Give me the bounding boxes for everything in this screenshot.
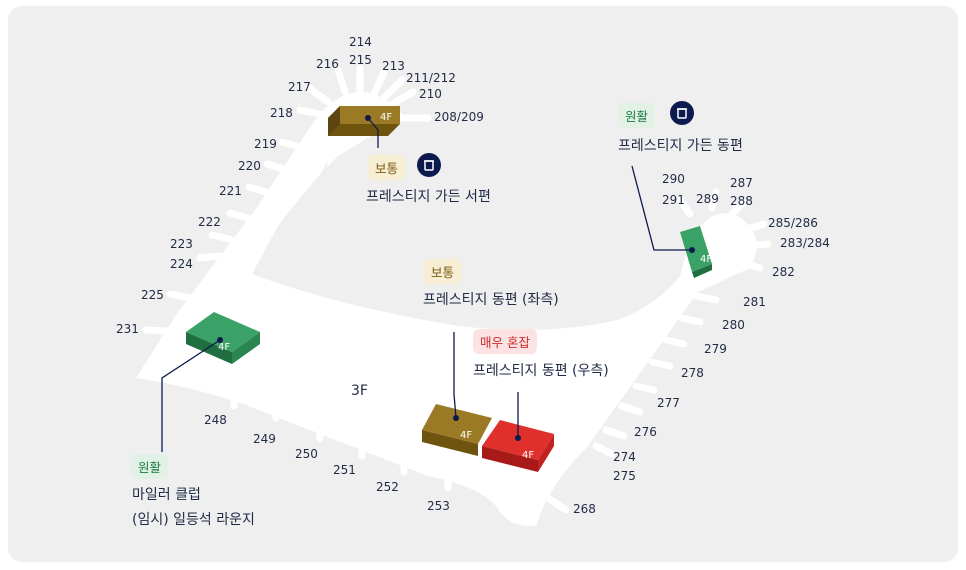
gate-277: 277	[657, 396, 680, 410]
status-badge-east-left: 보통	[424, 259, 462, 284]
gate-249: 249	[253, 432, 276, 446]
lounge-block-west[interactable]: 4F	[328, 106, 400, 136]
gate-252: 252	[376, 480, 399, 494]
gate-268: 268	[573, 502, 596, 516]
gate-281: 281	[743, 295, 766, 309]
gate-282: 282	[772, 265, 795, 279]
gate-280: 280	[722, 318, 745, 332]
gate-291: 291	[662, 193, 685, 207]
gate-224: 224	[170, 257, 193, 271]
gate-221: 221	[219, 184, 242, 198]
status-badge-milers: 원활	[131, 454, 169, 479]
gate-219: 219	[254, 137, 277, 151]
gate-223: 223	[170, 237, 193, 251]
gate-288: 288	[730, 194, 753, 208]
gate-211-212: 211/212	[406, 71, 456, 85]
lounge-map: 4F 4F 4F 4F 4F 214 215	[8, 6, 958, 562]
gate-210: 210	[419, 87, 442, 101]
gate-225: 225	[141, 288, 164, 302]
gate-231: 231	[116, 322, 139, 336]
gate-251: 251	[333, 463, 356, 477]
gate-214: 214	[349, 35, 372, 49]
gate-222: 222	[198, 215, 221, 229]
gate-208-209: 208/209	[434, 110, 484, 124]
gate-276: 276	[634, 425, 657, 439]
lounge-name-milers-line2[interactable]: (임시) 일등석 라운지	[132, 512, 255, 528]
lounge-name-milers-line1[interactable]: 마일러 클럽	[132, 487, 201, 503]
lounge-floor-milers: 4F	[218, 342, 230, 353]
status-badge-east: 원활	[618, 103, 656, 128]
gate-290: 290	[662, 172, 685, 186]
gate-labels: 214 215 216 213 211/212 210 217 218 208/…	[116, 35, 830, 516]
gate-250: 250	[295, 447, 318, 461]
gate-275: 275	[613, 469, 636, 483]
gate-218: 218	[270, 106, 293, 120]
gate-stubs	[142, 64, 772, 514]
gate-220: 220	[238, 159, 261, 173]
lounge-floor-east: 4F	[700, 254, 712, 265]
lounge-floor-east-right: 4F	[522, 450, 534, 461]
lounge-name-east[interactable]: 프레스티지 가든 동편	[618, 138, 743, 154]
leader-lines	[161, 117, 692, 452]
lounge-name-east-right[interactable]: 프레스티지 동편 (우측)	[473, 363, 609, 379]
gate-213: 213	[382, 59, 405, 73]
gate-279: 279	[704, 342, 727, 356]
lounge-name-east-left[interactable]: 프레스티지 동편 (좌측)	[423, 292, 559, 308]
status-badge-east-right: 매우 혼잡	[473, 329, 537, 354]
lounge-name-west[interactable]: 프레스티지 가든 서편	[366, 189, 491, 205]
gate-217: 217	[288, 80, 311, 94]
gate-285-286: 285/286	[768, 216, 818, 230]
gate-287: 287	[730, 176, 753, 190]
lounge-block-east-left[interactable]: 4F	[422, 404, 492, 456]
lounge-block-east[interactable]: 4F	[680, 226, 712, 278]
gate-274: 274	[613, 450, 636, 464]
cup-icon	[417, 153, 441, 177]
gate-248: 248	[204, 413, 227, 427]
lounge-floor-east-left: 4F	[460, 430, 472, 441]
lounge-block-milers[interactable]: 4F	[186, 312, 260, 364]
status-badge-west: 보통	[368, 155, 406, 180]
terminal-floor	[136, 92, 757, 527]
gate-278: 278	[681, 366, 704, 380]
gate-283-284: 283/284	[780, 236, 830, 250]
gate-215: 215	[349, 53, 372, 67]
leader-dots	[217, 115, 695, 441]
terminal-map-svg: 4F 4F 4F 4F 4F 214 215	[116, 35, 830, 527]
floor-label: 3F	[351, 383, 368, 399]
gate-216: 216	[316, 57, 339, 71]
gate-253: 253	[427, 499, 450, 513]
lounge-floor-west: 4F	[380, 112, 392, 123]
inner-courtyard	[276, 160, 680, 308]
cup-icon	[670, 101, 694, 125]
gate-289: 289	[696, 192, 719, 206]
